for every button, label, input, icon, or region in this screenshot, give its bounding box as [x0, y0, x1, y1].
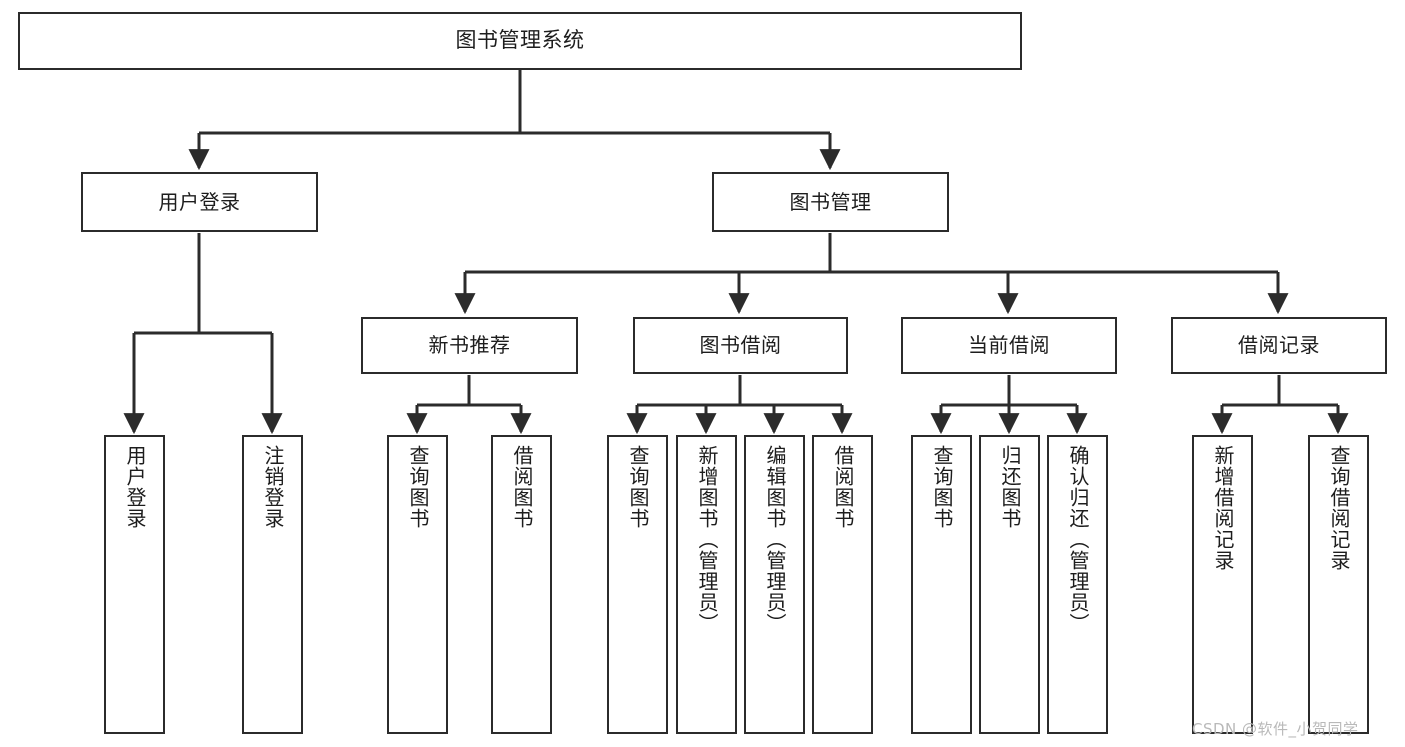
node-leaf-query-record-label: 查询借阅记录	[1327, 445, 1351, 571]
node-leaf-add-book[interactable]: 新增图书（管理员）	[676, 435, 737, 734]
node-book-borrow-label: 图书借阅	[699, 333, 782, 358]
node-book-manage[interactable]: 图书管理	[712, 172, 949, 232]
node-leaf-add-book-label: 新增图书（管理员）	[695, 445, 719, 634]
node-leaf-return-book-label: 归还图书	[998, 445, 1022, 529]
node-root[interactable]: 图书管理系统	[18, 12, 1022, 70]
node-current-borrow-label: 当前借阅	[968, 333, 1050, 358]
node-leaf-user-login-label: 用户登录	[123, 445, 147, 529]
node-leaf-query-book-2[interactable]: 查询图书	[607, 435, 668, 734]
node-borrow-record[interactable]: 借阅记录	[1171, 317, 1387, 374]
node-new-book-rec[interactable]: 新书推荐	[361, 317, 578, 374]
node-leaf-query-book-1[interactable]: 查询图书	[387, 435, 448, 734]
node-leaf-query-book-1-label: 查询图书	[406, 445, 430, 529]
node-leaf-query-book-3[interactable]: 查询图书	[911, 435, 972, 734]
node-leaf-borrow-book-2-label: 借阅图书	[831, 445, 855, 529]
node-leaf-edit-book[interactable]: 编辑图书（管理员）	[744, 435, 805, 734]
node-book-manage-label: 图书管理	[789, 189, 872, 214]
node-leaf-user-login[interactable]: 用户登录	[104, 435, 165, 734]
node-leaf-return-book[interactable]: 归还图书	[979, 435, 1040, 734]
node-book-borrow[interactable]: 图书借阅	[633, 317, 848, 374]
node-leaf-edit-book-label: 编辑图书（管理员）	[763, 445, 787, 634]
node-leaf-borrow-book-1[interactable]: 借阅图书	[491, 435, 552, 734]
node-leaf-confirm-return[interactable]: 确认归还（管理员）	[1047, 435, 1108, 734]
node-leaf-add-record-label: 新增借阅记录	[1211, 445, 1235, 571]
node-new-book-rec-label: 新书推荐	[428, 333, 511, 358]
node-leaf-confirm-return-label: 确认归还（管理员）	[1066, 445, 1090, 634]
node-current-borrow[interactable]: 当前借阅	[901, 317, 1117, 374]
node-leaf-borrow-book-2[interactable]: 借阅图书	[812, 435, 873, 734]
node-leaf-query-record[interactable]: 查询借阅记录	[1308, 435, 1369, 734]
node-user-login-label: 用户登录	[158, 189, 241, 214]
node-leaf-logout-login[interactable]: 注销登录	[242, 435, 303, 734]
node-user-login[interactable]: 用户登录	[81, 172, 318, 232]
node-leaf-logout-login-label: 注销登录	[261, 445, 285, 529]
node-leaf-query-book-2-label: 查询图书	[626, 445, 650, 529]
node-root-label: 图书管理系统	[455, 28, 585, 53]
node-borrow-record-label: 借阅记录	[1238, 333, 1320, 358]
node-leaf-borrow-book-1-label: 借阅图书	[510, 445, 534, 529]
node-leaf-add-record[interactable]: 新增借阅记录	[1192, 435, 1253, 734]
node-leaf-query-book-3-label: 查询图书	[930, 445, 954, 529]
